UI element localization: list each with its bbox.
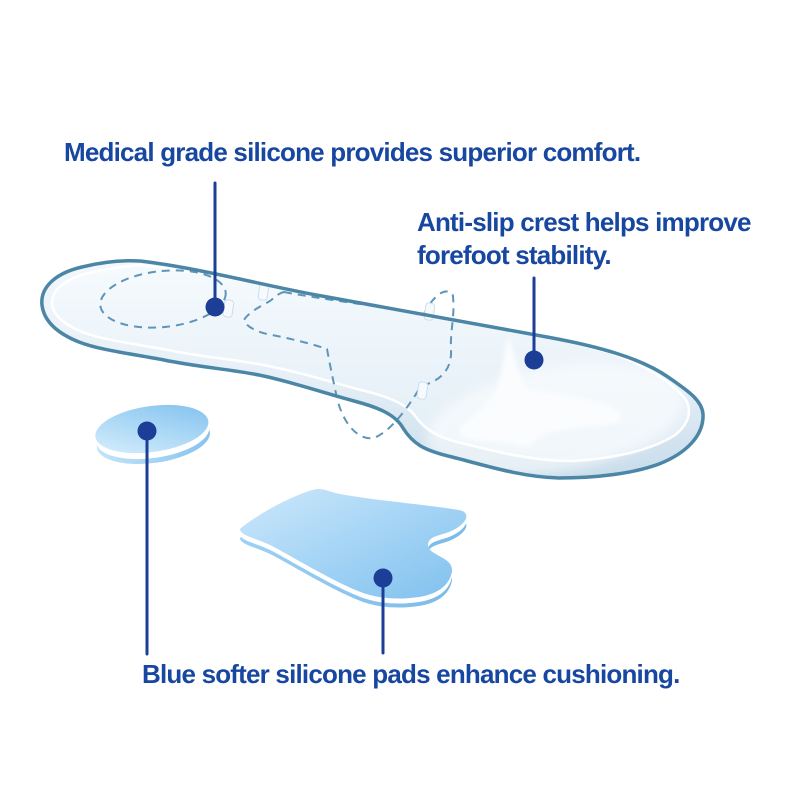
annotation-pads: Blue softer silicone pads enhance cushio… [142,659,680,689]
metatarsal-pad [240,488,467,608]
leader-dot-met-pad [373,568,393,588]
heel-pad-dashed-outline [99,269,227,329]
leader-dot-antislip [524,350,544,370]
annotation-antislip: Anti-slip crest helps improve forefoot s… [417,207,751,270]
leader-dot-heel-pad [137,421,157,441]
anti-slip-crest [459,336,622,447]
insole-outline [40,259,705,480]
leader-dot-comfort [205,297,225,317]
annotation-comfort: Medical grade silicone provides superior… [64,137,641,167]
metatarsal-pad-dashed-outline [242,290,455,440]
